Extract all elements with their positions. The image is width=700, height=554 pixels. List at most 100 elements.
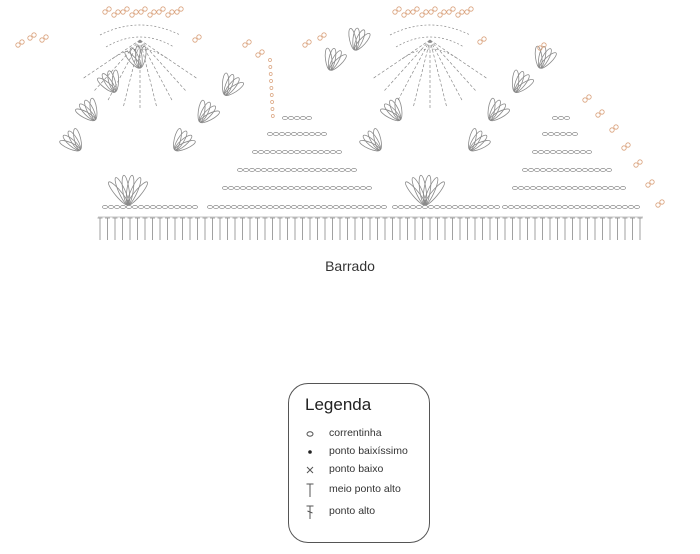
chain-stitch <box>267 205 273 209</box>
chain-stitch <box>538 205 544 209</box>
chain-stitch <box>219 205 225 209</box>
chain-stitch <box>255 168 261 172</box>
chain-stitch <box>345 168 351 172</box>
chain-stitch <box>285 168 291 172</box>
post-stitch <box>277 217 283 240</box>
chain-stitch <box>291 168 297 172</box>
post-stitch <box>472 217 478 240</box>
picot <box>15 42 21 48</box>
shell-fans <box>59 27 557 206</box>
post-stitch <box>322 217 328 240</box>
chain-stitch <box>458 205 464 209</box>
post-stitch <box>195 217 200 240</box>
picot <box>441 9 447 15</box>
chain-stitch <box>416 205 422 209</box>
chain-stitch <box>398 205 404 209</box>
chain-stitch <box>580 150 586 154</box>
chain-stitch <box>544 150 550 154</box>
chain-stitch <box>542 186 548 190</box>
chain-stitch <box>606 168 612 172</box>
chain-stitch <box>330 186 336 190</box>
chain-stitch <box>114 205 120 209</box>
chain-stitch <box>315 168 321 172</box>
picot <box>468 6 474 12</box>
foundation-row <box>97 216 643 240</box>
chain-stitch <box>282 186 288 190</box>
post-stitch <box>382 217 388 240</box>
chain-stitch <box>514 205 520 209</box>
picot <box>405 9 411 15</box>
chain-stitch <box>333 205 339 209</box>
chain-stitch <box>312 186 318 190</box>
post-stitch <box>210 217 215 240</box>
post-stitch <box>315 217 320 240</box>
picot <box>537 45 543 51</box>
post-stitch <box>112 217 118 240</box>
chain-stitch <box>327 205 333 209</box>
post-stitch <box>450 217 455 240</box>
chain-stitch <box>562 205 568 209</box>
post-stitch <box>375 217 380 240</box>
chain-stitch <box>285 132 291 136</box>
post-stitch <box>352 217 358 240</box>
chain-stitch <box>285 205 291 209</box>
picot-chain <box>270 114 275 118</box>
chain-stitch <box>464 205 470 209</box>
picot <box>31 32 37 38</box>
spoke-stitch <box>371 39 431 80</box>
spoke-stitch <box>412 39 431 109</box>
chain-stitch <box>578 186 584 190</box>
post-stitch <box>240 217 245 240</box>
chain-stitch <box>336 150 342 154</box>
chain-stitch <box>363 205 369 209</box>
picot <box>464 9 470 15</box>
chain-stitch <box>186 205 192 209</box>
picot-chain <box>270 100 274 104</box>
legend-label: ponto alto <box>329 505 376 517</box>
shell-petal <box>514 79 535 93</box>
chain-stitch <box>294 116 300 120</box>
chain-stitch <box>282 150 288 154</box>
chain-stitch <box>482 205 488 209</box>
chain-stitch <box>552 168 558 172</box>
chain-stitch <box>576 168 582 172</box>
picot <box>129 12 135 18</box>
picot <box>192 37 198 43</box>
chain-stitch <box>321 132 327 136</box>
post-stitch <box>465 217 470 240</box>
chain-stitch <box>548 186 554 190</box>
chain-stitch <box>348 186 354 190</box>
chain-stitch <box>336 186 342 190</box>
shell-petal <box>469 140 491 152</box>
chain-stitch <box>279 132 285 136</box>
post-stitch <box>300 217 305 240</box>
picot <box>302 42 308 48</box>
chain-stitch <box>246 186 252 190</box>
picot <box>633 162 639 168</box>
post-stitch <box>157 217 163 240</box>
chain-stitch <box>522 168 528 172</box>
legend-item-slip-stitch: ponto baixíssimo <box>303 444 429 460</box>
shell-petal <box>199 110 220 124</box>
post-stitch <box>360 217 365 240</box>
chain-stitch <box>574 150 580 154</box>
chain-stitch <box>264 150 270 154</box>
chain-stitch <box>258 150 264 154</box>
chain-stitch <box>270 150 276 154</box>
spoke-stitch <box>92 39 141 93</box>
chain-stitch <box>318 186 324 190</box>
post-stitch <box>135 217 140 240</box>
chain-stitch <box>264 186 270 190</box>
post-stitch <box>637 217 643 240</box>
picot <box>586 94 592 100</box>
post-stitch <box>427 217 433 240</box>
chain-stitch <box>162 205 168 209</box>
chain-stitch <box>544 205 550 209</box>
spoke-stitch <box>139 39 174 102</box>
chain-stitch <box>434 205 440 209</box>
chain-stitch <box>279 168 285 172</box>
post-stitch <box>442 217 448 240</box>
picot <box>621 145 627 151</box>
chain-stitch <box>536 186 542 190</box>
picot <box>432 6 438 12</box>
